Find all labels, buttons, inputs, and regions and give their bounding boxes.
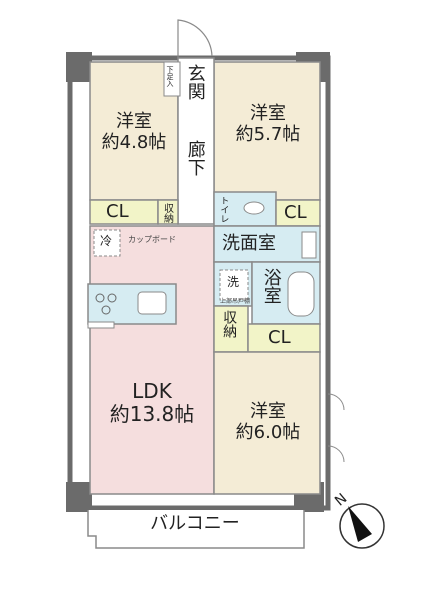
room-name: LDK bbox=[132, 379, 172, 403]
closet-2-label: CL bbox=[284, 202, 307, 223]
room-name: 洋室 bbox=[250, 103, 286, 124]
room-size: 約13.8帖 bbox=[109, 402, 195, 426]
toilet-label: トイレ bbox=[218, 196, 229, 223]
closet-1 bbox=[89, 199, 159, 225]
rouka-label: 廊下 bbox=[184, 140, 206, 176]
room-size: 約6.0帖 bbox=[235, 421, 301, 443]
fridge-label: 冷 bbox=[100, 234, 113, 248]
western-room-3-label: 洋室 約6.0帖 bbox=[218, 401, 318, 443]
bathtub-icon bbox=[287, 271, 315, 317]
range-hood bbox=[87, 321, 115, 329]
bathroom-label: 浴室 bbox=[260, 268, 282, 304]
washer-box bbox=[219, 269, 249, 301]
compass-icon bbox=[339, 503, 385, 549]
storage-1-label: 収納 bbox=[161, 203, 173, 223]
western-room-2-label: 洋室 約5.7帖 bbox=[218, 103, 318, 145]
pillar bbox=[66, 482, 92, 512]
stove-burner-icon bbox=[95, 293, 105, 303]
washroom-label: 洗面室 bbox=[222, 233, 276, 254]
room-size: 約5.7帖 bbox=[235, 123, 301, 145]
washbasin-icon bbox=[301, 231, 317, 259]
corridor bbox=[177, 57, 215, 225]
closet-3-label: CL bbox=[268, 327, 291, 348]
room-name: 洋室 bbox=[116, 111, 152, 132]
closet-1-label: CL bbox=[106, 201, 129, 222]
ldk-label: LDK 約13.8帖 bbox=[92, 380, 212, 426]
window-arc bbox=[327, 445, 345, 463]
shoe-cabinet bbox=[163, 61, 181, 97]
pillar bbox=[66, 52, 92, 82]
fridge-box bbox=[93, 229, 121, 257]
western-room-2 bbox=[213, 61, 321, 201]
storage-2-label: 収納 bbox=[221, 310, 238, 338]
washer-label: 洗 bbox=[227, 275, 240, 289]
sink-icon bbox=[137, 291, 167, 315]
western-room-1 bbox=[89, 61, 179, 201]
genkan-label: 玄関 bbox=[184, 64, 206, 100]
storage-2 bbox=[213, 305, 249, 353]
room-size: 約4.8帖 bbox=[101, 131, 167, 153]
balcony-outline bbox=[87, 510, 305, 549]
window-arc bbox=[327, 393, 345, 411]
toilet-bowl-icon bbox=[243, 201, 265, 215]
stove-burner-icon bbox=[101, 305, 111, 315]
balcony-label: バルコニー bbox=[150, 513, 240, 534]
shoe-cabinet-label: 下足入 bbox=[166, 66, 175, 87]
cupboard-label: カップボード bbox=[128, 235, 176, 244]
washer-pan-label: 上部吊戸棚 bbox=[220, 298, 251, 305]
western-room-3 bbox=[213, 351, 321, 495]
storage-1 bbox=[157, 199, 179, 225]
stove-burner-icon bbox=[107, 293, 117, 303]
room-name: 洋室 bbox=[250, 401, 286, 422]
entrance-door bbox=[177, 19, 213, 58]
ldk-room bbox=[89, 225, 215, 495]
western-room-1-label: 洋室 約4.8帖 bbox=[92, 111, 176, 153]
